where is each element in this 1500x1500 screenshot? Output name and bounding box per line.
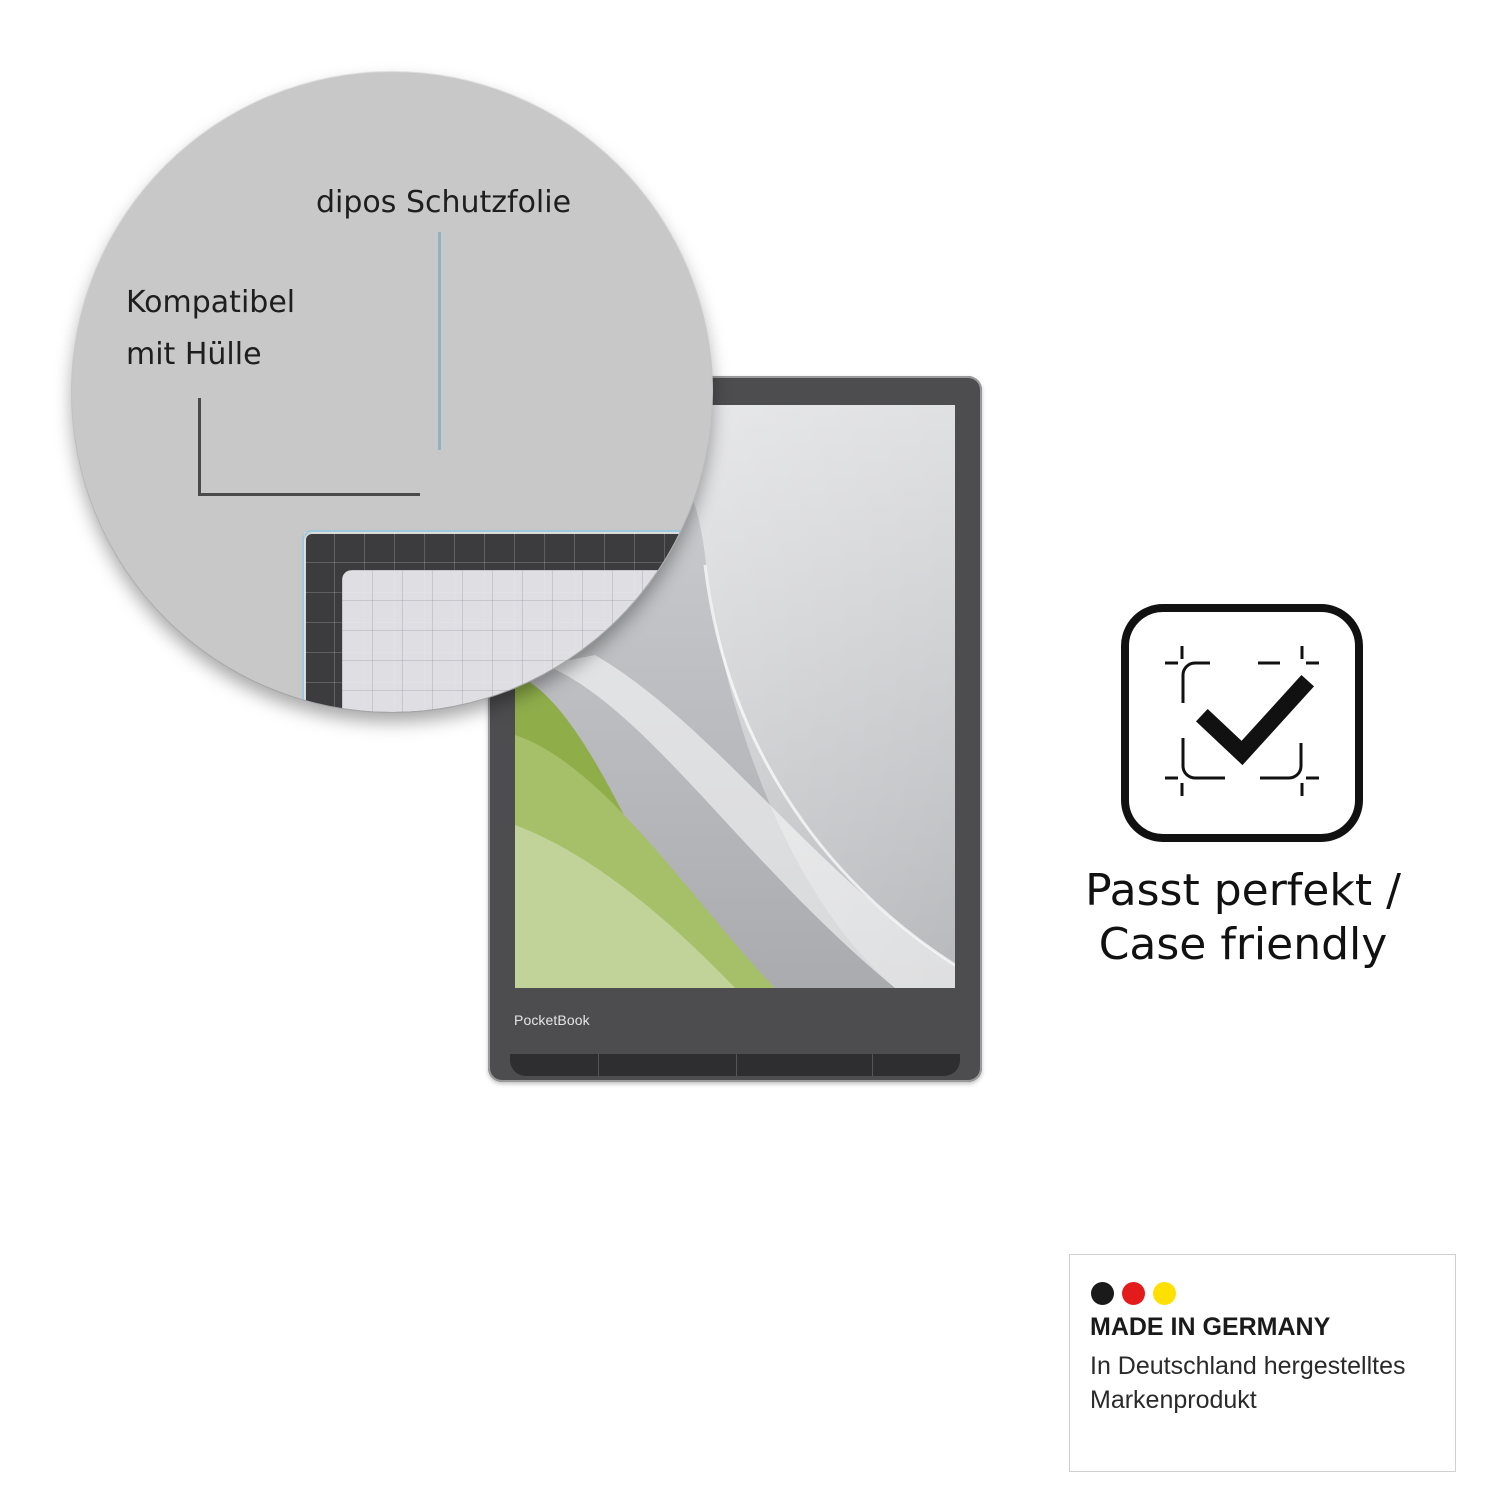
fit-check-icon	[1121, 604, 1363, 842]
callout-line-film	[438, 232, 441, 450]
made-in-germany-subtitle: In Deutschland hergestelltes Markenprodu…	[1090, 1349, 1450, 1417]
flag-dot-red	[1122, 1282, 1145, 1305]
device-button-bar	[510, 1054, 960, 1076]
made-in-germany-line2: Markenprodukt	[1090, 1386, 1257, 1414]
case-friendly-line2: Case friendly	[1098, 919, 1388, 970]
made-in-germany-line1: In Deutschland hergestelltes	[1090, 1352, 1406, 1380]
label-case-compatible-line2: mit Hülle	[126, 337, 262, 372]
case-friendly-caption: Passt perfekt / Case friendly	[1070, 864, 1416, 972]
label-case-compatible-line1: Kompatibel	[126, 285, 296, 320]
device-brand-logo: PocketBook	[514, 1012, 590, 1028]
callout-line-case-horizontal	[198, 493, 420, 496]
zoomed-protective-film	[342, 570, 712, 712]
flag-dot-black	[1091, 1282, 1114, 1305]
flag-dot-gold	[1153, 1282, 1176, 1305]
made-in-germany-title: MADE IN GERMANY	[1090, 1313, 1331, 1341]
case-friendly-line1: Passt perfekt /	[1085, 865, 1401, 916]
ereader-screen	[515, 405, 955, 988]
label-protective-film: dipos Schutzfolie	[316, 185, 572, 220]
callout-line-case-vertical	[198, 398, 201, 496]
magnifier-circle: dipos Schutzfolie Kompatibel mit Hülle	[72, 72, 712, 712]
made-in-germany-badge: MADE IN GERMANY In Deutschland hergestel…	[1069, 1254, 1456, 1472]
